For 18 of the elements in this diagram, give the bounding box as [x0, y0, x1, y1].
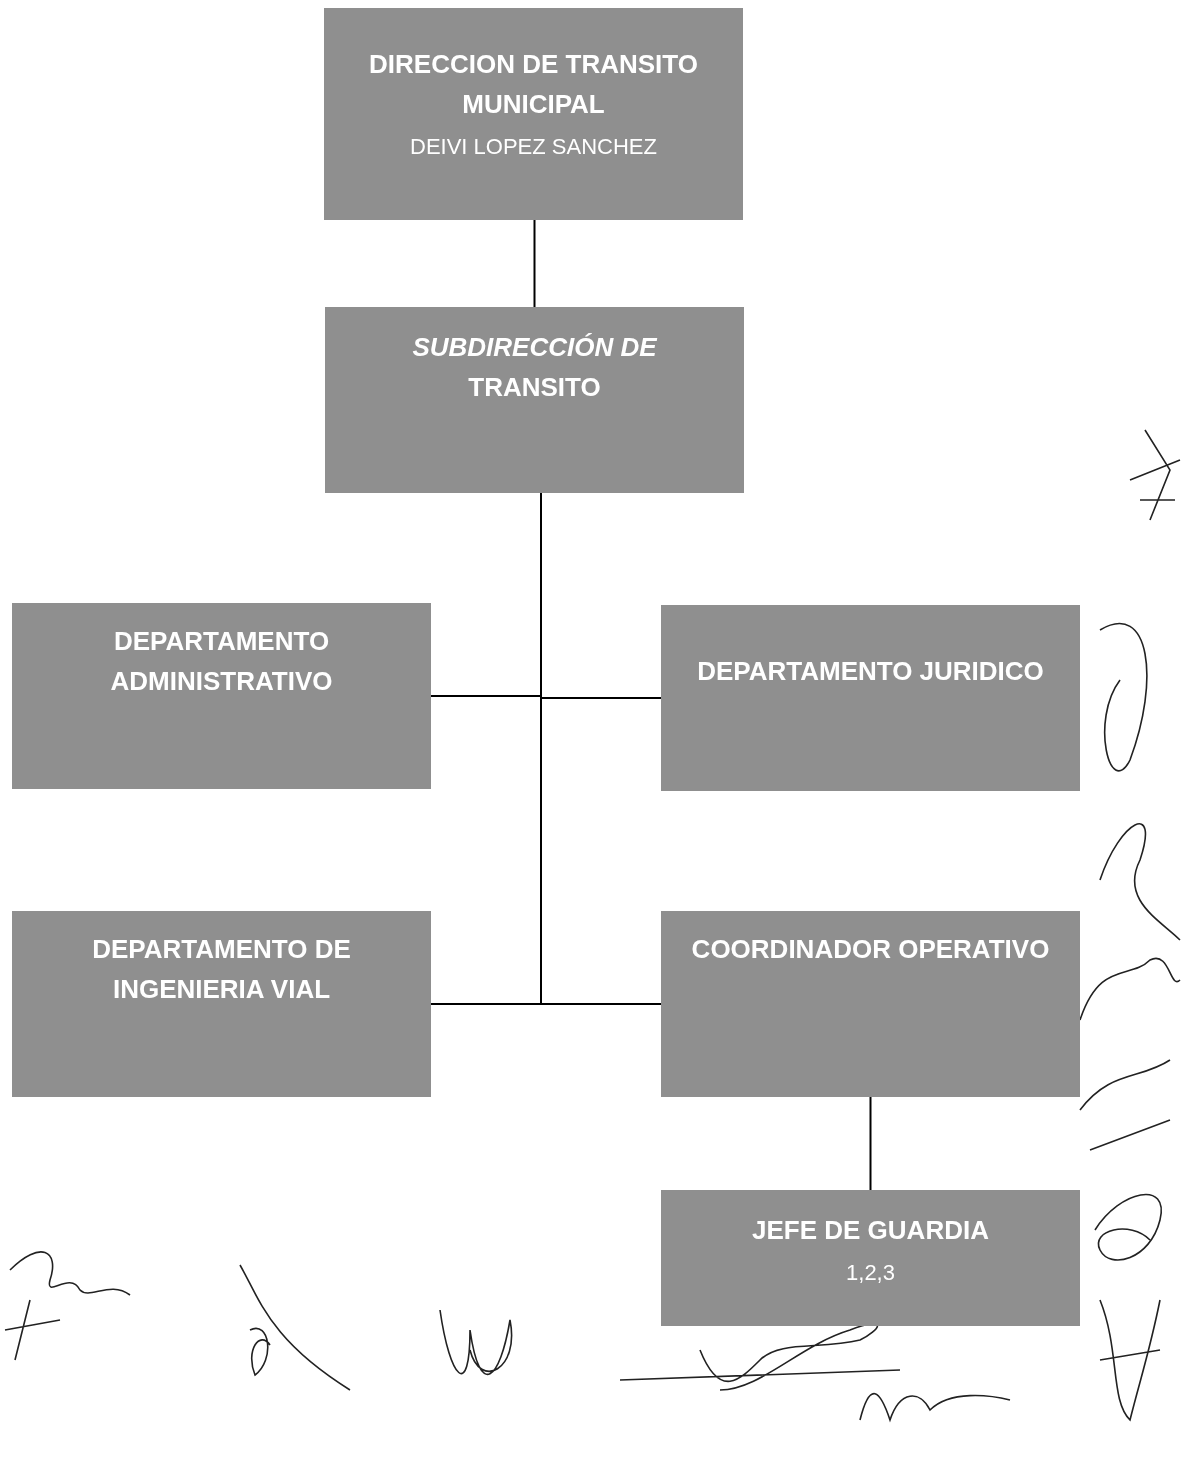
box-title: COORDINADOR OPERATIVO [691, 933, 1050, 966]
org-box [661, 605, 1080, 791]
box-subtitle: DEIVI LOPEZ SANCHEZ [410, 133, 657, 161]
connector-line [533, 219, 536, 308]
box-title: DEPARTAMENTO ADMINISTRATIVO [109, 625, 334, 698]
connector-line [869, 1096, 872, 1191]
box-title: DIRECCION DE TRANSITO MUNICIPAL [368, 48, 699, 121]
org-box [325, 307, 744, 493]
box-title: SUBDIRECCIÓN DE TRANSITO [411, 331, 658, 404]
box-title: JEFE DE GUARDIA [752, 1214, 989, 1247]
org-box [12, 603, 431, 789]
org-box [324, 8, 743, 220]
org-box [12, 911, 431, 1097]
box-title: DEPARTAMENTO DE INGENIERIA VIAL [91, 933, 352, 1006]
box-subtitle: 1,2,3 [846, 1259, 895, 1287]
box-title: DEPARTAMENTO JURIDICO [697, 655, 1044, 688]
org-box [661, 911, 1080, 1097]
org-box [661, 1190, 1080, 1326]
